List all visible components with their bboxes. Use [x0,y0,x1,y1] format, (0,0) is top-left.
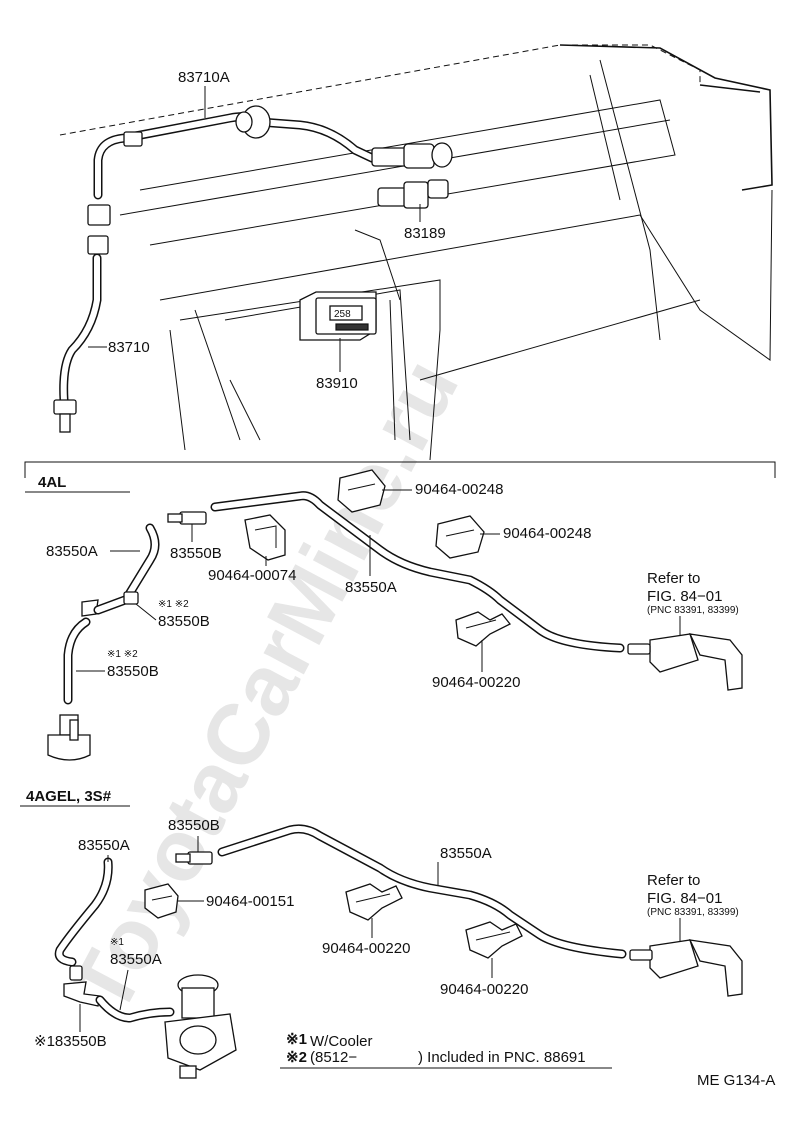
figure-code: ME G134-A [697,1072,775,1089]
section-title-4agel: 4AGEL, 3S# [26,788,112,805]
note2-mark: ※2 [286,1049,307,1066]
speedometer-cable-lower [53,235,109,433]
label-4al-90464-00074: 90464-00074 [208,567,296,584]
label-4al-83550B-low: 83550B [107,663,159,680]
svg-text:258: 258 [334,309,351,320]
label-83710A: 83710A [178,69,230,86]
section-title-4al: 4AL [38,474,66,491]
label-4al-refer-2: FIG. 84−01 [647,588,722,605]
label-4agel-90464-00220-a: 90464-00220 [322,940,410,957]
label-4agel-83550A-left: 83550A [78,837,130,854]
section-divider [24,461,776,478]
label-4al-83550B-top: 83550B [170,545,222,562]
label-4al-note-12-b: ※1 ※2 [107,649,138,660]
note1-text: W/Cooler [310,1033,373,1050]
clamp-90464-00248-a [337,469,386,513]
label-4al-90464-00248-b: 90464-00248 [503,525,591,542]
label-4al-refer-1: Refer to [647,570,700,587]
label-4al-83550A-left: 83550A [46,543,98,560]
label-83189: 83189 [404,225,446,242]
label-4agel-refer-2: FIG. 84−01 [647,890,722,907]
label-4agel-90464-00220-b: 90464-00220 [440,981,528,998]
speed-sender [377,179,449,209]
label-4agel-note-1: ※1 [110,937,124,948]
watermark: ToyotaCarMine.ru [52,344,477,1029]
label-4agel-83550A-low: 83550A [110,951,162,968]
footnotes: ※1 W/Cooler ※2 (8512− ) Included in PNC.… [280,1031,612,1069]
label-83710: 83710 [108,339,150,356]
speedometer-cable-upper [87,105,453,226]
note2-tail: ) Included in PNC. 88691 [418,1049,586,1066]
label-4agel-83550B-low: ※183550B [34,1033,107,1050]
label-4agel-83550A-right: 83550A [440,845,492,862]
clamp-90464-00074 [244,514,286,561]
label-4agel-refer-3: (PNC 83391, 83399) [647,907,739,918]
note2-text: (8512− [310,1049,357,1066]
clamp-90464-00220-a [345,883,403,921]
vacuum-hose-4al [47,491,743,761]
label-4agel-90464-00151: 90464-00151 [206,893,294,910]
label-4al-note-12-a: ※1 ※2 [158,599,189,610]
vacuum-hose-4agel [54,824,743,1079]
clamp-90464-00220-4al [455,611,512,647]
clamp-90464-00151 [144,883,179,919]
clamp-90464-00248-b [435,515,485,559]
label-4agel-refer-1: Refer to [647,872,700,889]
note1-mark: ※1 [286,1031,307,1048]
label-4agel-83550B-top: 83550B [168,817,220,834]
label-83910: 83910 [316,375,358,392]
label-4al-refer-3: (PNC 83391, 83399) [647,605,739,616]
label-4al-90464-00248-a: 90464-00248 [415,481,503,498]
label-4al-83550A-main: 83550A [345,579,397,596]
clock: 258 [299,291,377,341]
label-4al-83550B-mid: 83550B [158,613,210,630]
clamp-90464-00220-b [465,921,523,959]
label-4al-90464-00220: 90464-00220 [432,674,520,691]
